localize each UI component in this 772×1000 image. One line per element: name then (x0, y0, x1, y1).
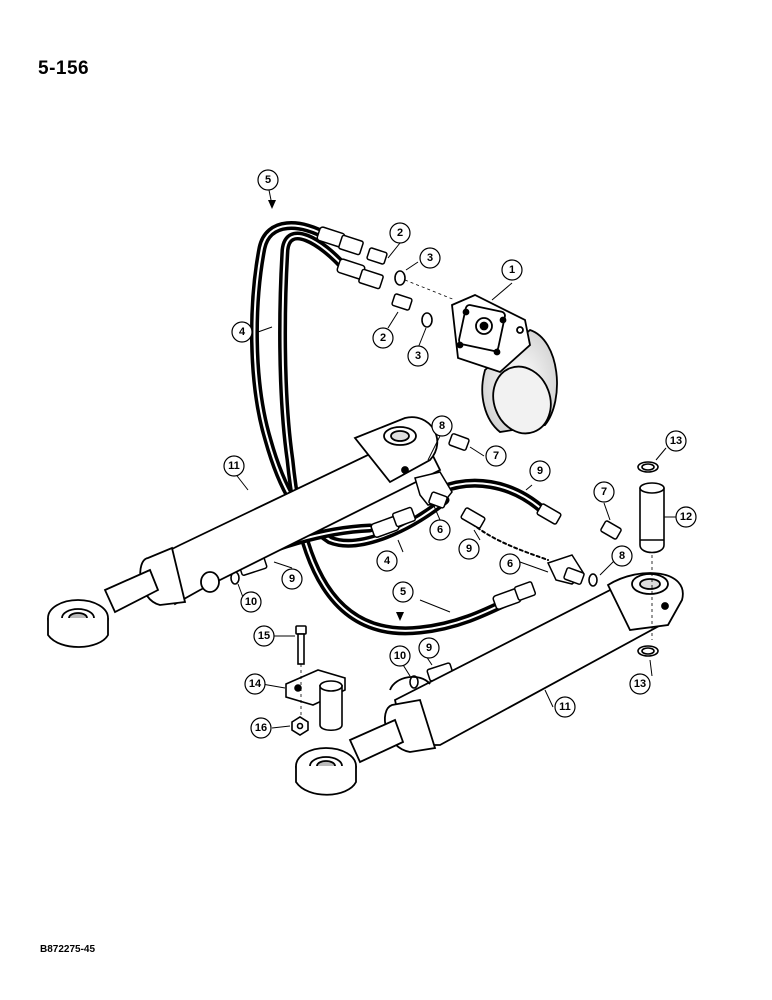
callout-14: 14 (249, 678, 262, 690)
callout-3-upper: 3 (427, 252, 433, 264)
callout-9-left: 9 (289, 573, 295, 585)
assembly-line (404, 279, 456, 301)
callout-4-upper: 4 (239, 326, 246, 338)
callout-15: 15 (258, 630, 270, 642)
callout-2-upper: 2 (397, 227, 403, 239)
callout-6-lower: 6 (507, 558, 513, 570)
snap-rings (637, 461, 659, 657)
hose-assembly-5 (278, 231, 520, 636)
callout-2-lower: 2 (380, 332, 386, 344)
callout-11-upper: 11 (228, 460, 240, 472)
page-number: 5-156 (38, 58, 90, 79)
callout-13-upper: 13 (670, 435, 682, 447)
reference-code: B872275-45 (40, 944, 96, 955)
callout-13-lower: 13 (634, 678, 646, 690)
hose-end-fittings (238, 226, 562, 682)
callout-labels: 1 2 2 3 3 4 4 5 5 6 6 7 7 8 8 9 9 9 10 1… (228, 174, 692, 734)
hydraulic-cylinder-lower (295, 572, 684, 796)
nut (291, 716, 309, 736)
callout-7-upper: 7 (493, 450, 499, 462)
callout-5-upper: 5 (265, 174, 271, 186)
callout-10-lower: 10 (394, 650, 406, 662)
callout-9-upper: 9 (537, 465, 543, 477)
callout-3-lower: 3 (415, 350, 421, 362)
callout-8-upper: 8 (439, 420, 445, 432)
callout-5-lower: 5 (400, 586, 406, 598)
callout-8-lower: 8 (619, 550, 625, 562)
callout-7-lower: 7 (601, 486, 607, 498)
pivot-pin (639, 482, 665, 554)
callout-11-lower: 11 (559, 701, 571, 713)
callout-arrows (268, 200, 404, 621)
callout-1: 1 (509, 264, 515, 276)
callout-9-lower: 9 (426, 642, 432, 654)
bolt (295, 625, 307, 665)
hose-assembly-4 (249, 221, 450, 548)
hydraulic-cylinder-upper (47, 416, 442, 648)
steering-motor (451, 294, 558, 435)
callout-16: 16 (255, 722, 267, 734)
callout-4-lower: 4 (384, 555, 391, 567)
callout-6-upper: 6 (437, 524, 443, 536)
tee-and-elbow-fittings (414, 433, 622, 585)
callout-10-left: 10 (245, 596, 257, 608)
callout-9-middle: 9 (466, 543, 472, 555)
callout-12: 12 (680, 511, 692, 523)
callout-bubbles (223, 169, 697, 739)
o-rings (230, 270, 598, 689)
